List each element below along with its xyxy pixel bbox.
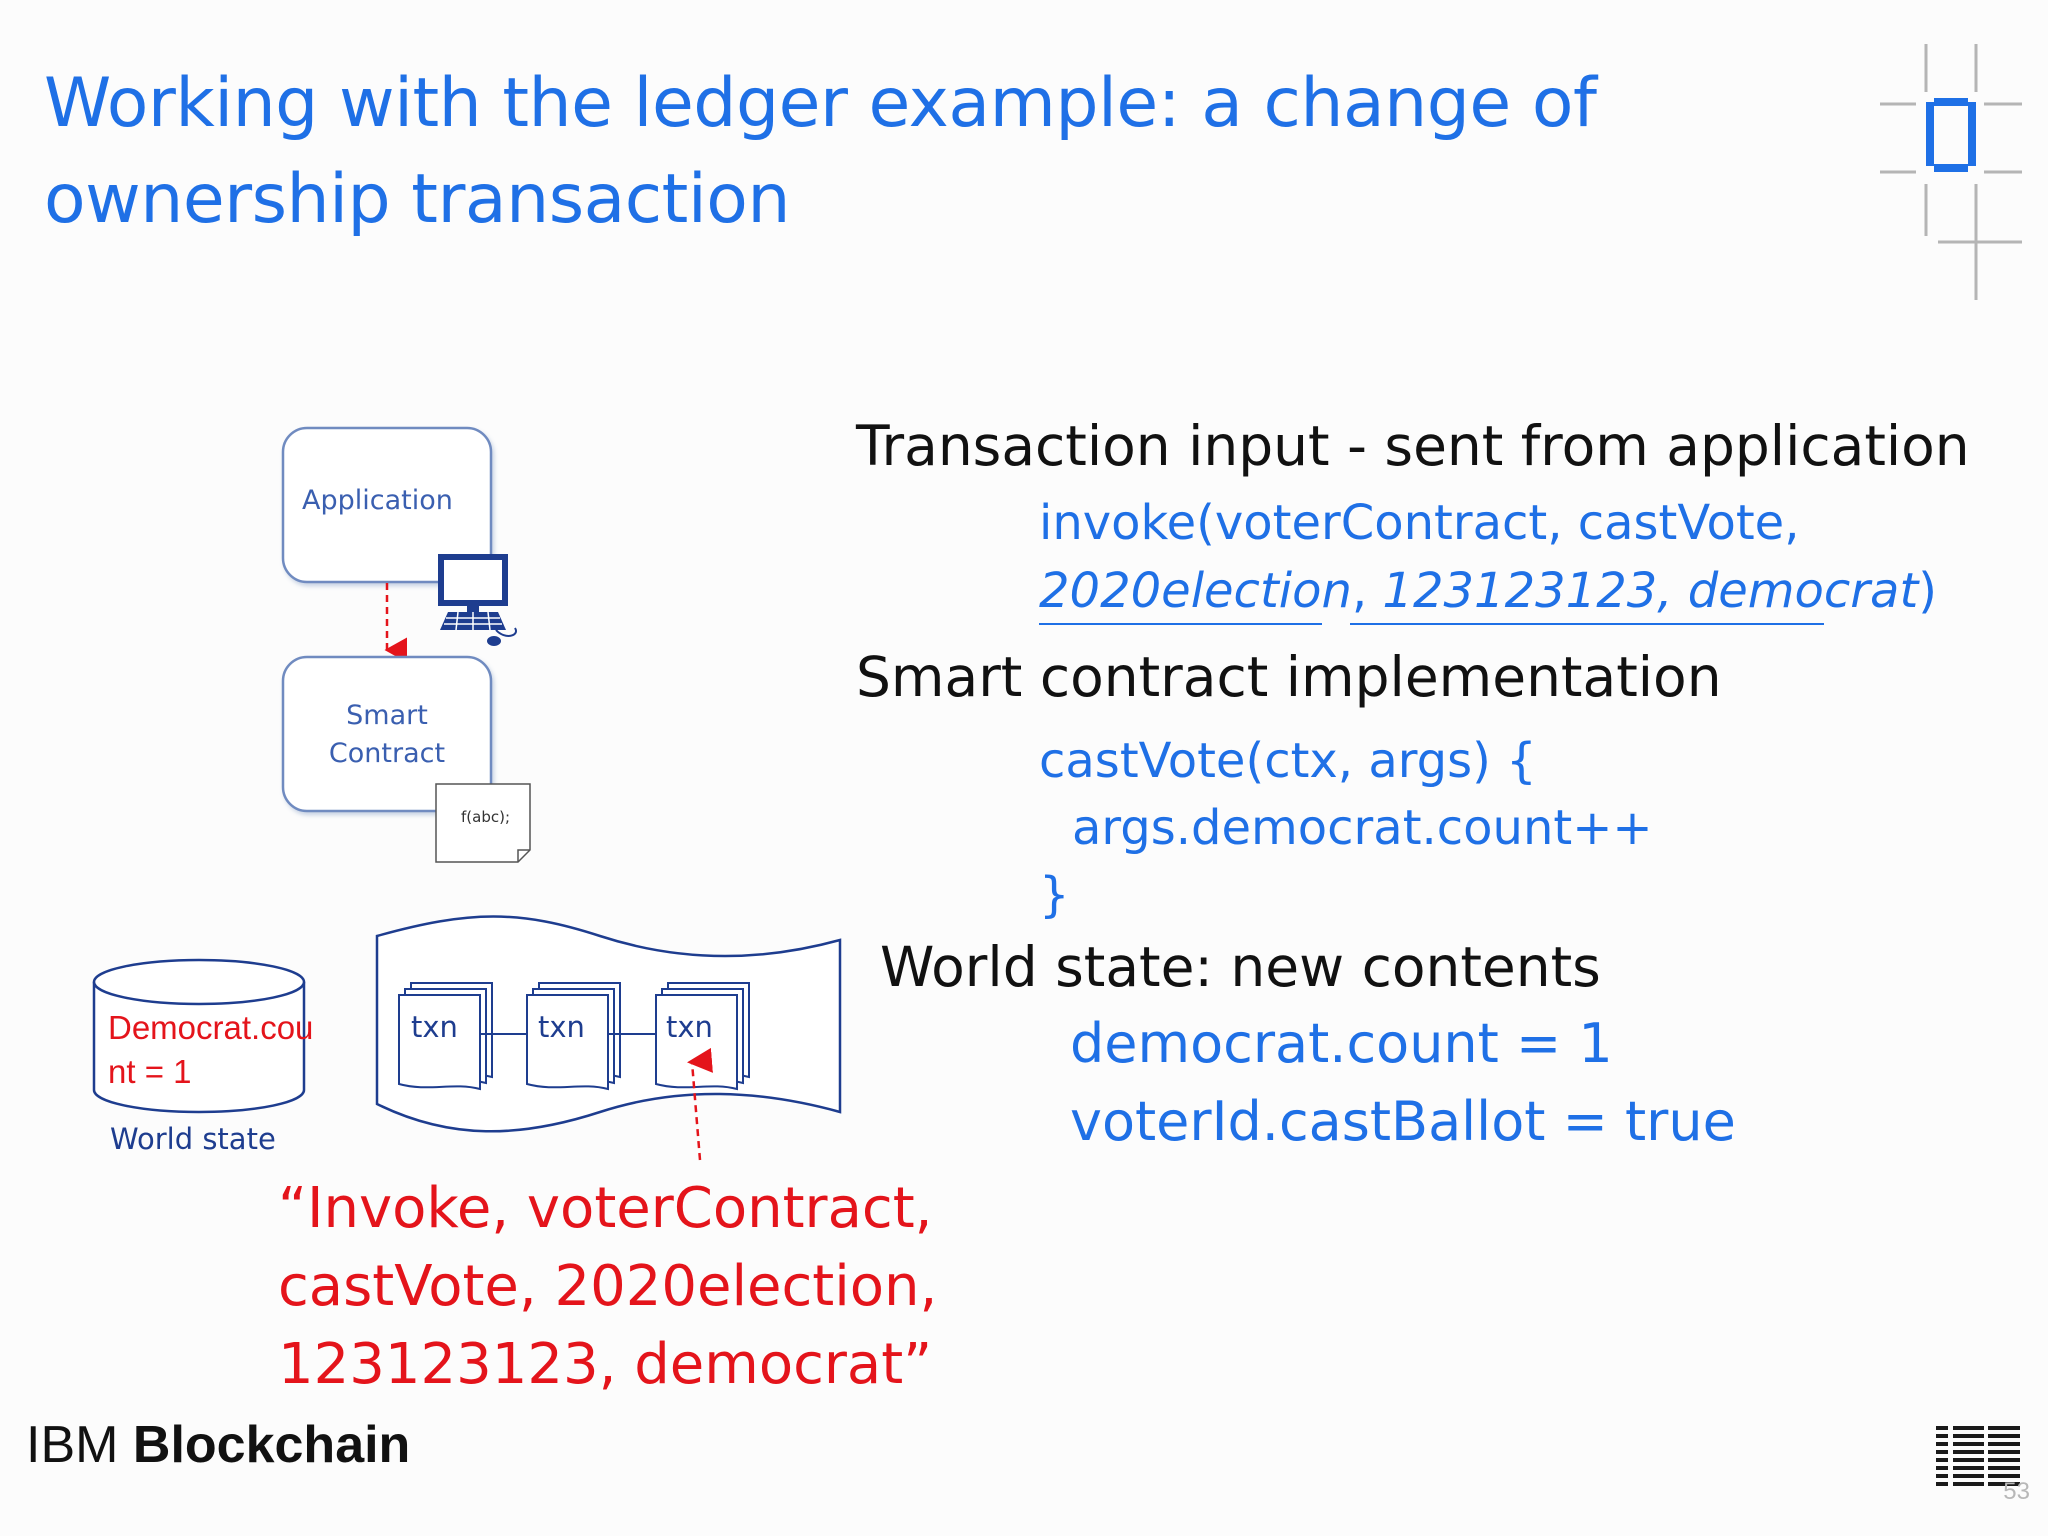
invoke-code-line-1: invoke(voterContract, castVote,	[1039, 495, 1800, 551]
document-icon	[435, 783, 531, 863]
slide-title: Working with the ledger example: a chang…	[44, 56, 1604, 248]
transaction-quote: “Invoke, voterContract, castVote, 2020el…	[278, 1170, 937, 1404]
contract-code-line-2: args.democrat.count++	[1072, 800, 1653, 856]
world-state-line-1: democrat.count = 1	[1070, 1012, 1613, 1075]
quote-line-2: castVote, 2020election,	[278, 1254, 938, 1319]
application-box	[281, 426, 493, 584]
contract-code-line-1: castVote(ctx, args) {	[1039, 733, 1537, 789]
txn-label-1: txn	[411, 1010, 458, 1044]
quote-line-3: 123123123, democrat”	[278, 1332, 933, 1397]
ibm-logo-icon	[1936, 1424, 2020, 1488]
title-line-2: ownership transaction	[44, 160, 790, 239]
quote-line-1: “Invoke, voterContract,	[278, 1176, 933, 1241]
world-state-value: Democrat.count = 1	[108, 1009, 314, 1090]
page-number: 53	[2003, 1478, 2030, 1505]
smart-contract-box	[281, 655, 493, 813]
invoke-code-line-2: 2020election, 123123123, democrat)	[1039, 563, 1938, 619]
txn-label-3: txn	[666, 1010, 713, 1044]
ibm-blockchain-brand: IBM Blockchain	[26, 1416, 411, 1474]
database-icon	[92, 958, 306, 1114]
computer-icon	[438, 554, 517, 646]
txn-stacks	[398, 982, 750, 1091]
world-state-heading: World state: new contents	[880, 935, 1601, 999]
txn-label-2: txn	[538, 1010, 585, 1044]
world-state-label: World state	[110, 1122, 276, 1156]
code-note: f(abc);	[461, 808, 510, 826]
contract-code-line-3: }	[1039, 867, 1070, 923]
transaction-input-heading: Transaction input - sent from applicatio…	[856, 414, 1970, 478]
world-state-line-2: voterId.castBallot = true	[1070, 1090, 1736, 1153]
smart-contract-label-1: Smart	[346, 700, 428, 731]
smart-contract-label-2: Contract	[328, 738, 446, 769]
smart-contract-heading: Smart contract implementation	[856, 645, 1722, 709]
quote-to-txn-arrow	[687, 1047, 713, 1161]
invoke-arg-voter: 123123123, democrat	[1382, 563, 1919, 619]
title-line-1: Working with the ledger example: a chang…	[44, 64, 1597, 143]
invoke-arg-election: 2020election	[1039, 563, 1352, 619]
application-label: Application	[302, 485, 453, 516]
